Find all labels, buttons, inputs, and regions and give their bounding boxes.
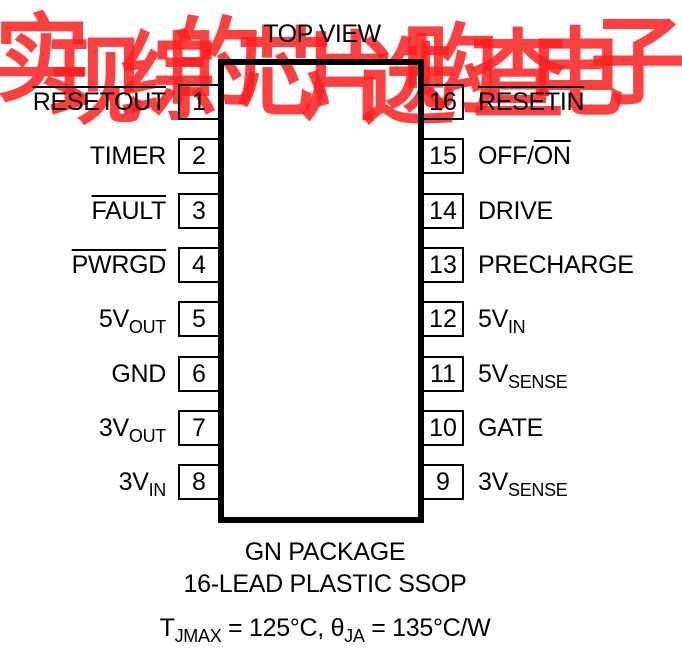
pin-5-number: 5 [178, 301, 220, 337]
pin-9-label: 3VSENSE [478, 464, 568, 500]
pin-6-label: GND [111, 356, 166, 392]
package-name: GN PACKAGE [244, 538, 406, 566]
pin-label-text: OFF/ [478, 142, 534, 170]
pin-13-label: PRECHARGE [478, 247, 634, 283]
pin-label-subscript: OUT [128, 317, 166, 337]
pin-4-number: 4 [178, 247, 220, 283]
tj-symbol: T [159, 614, 175, 642]
pin-13-number: 13 [422, 247, 464, 283]
watermark-glyph: 子 [590, 6, 682, 118]
pin-label-text: 5V [98, 305, 129, 333]
pin-5-label: 5VOUT [99, 301, 166, 337]
tj-subscript: JMAX [174, 626, 222, 646]
pin-7-label: 3VOUT [99, 410, 166, 446]
pin-12-number: 12 [422, 301, 464, 337]
theta-symbol: θ [330, 614, 345, 642]
pin-label-text: DRIVE [478, 197, 553, 225]
pin-11-label: 5VSENSE [478, 356, 568, 392]
pin-11-number: 11 [422, 356, 464, 392]
pin-label-active-low: RESETIN [478, 88, 585, 116]
pin-3-number: 3 [178, 193, 220, 229]
pin-15-label: OFF/ON [478, 138, 571, 174]
pin-9-number: 9 [422, 464, 464, 500]
pin-label-text: 3V [118, 468, 149, 496]
pin-label-text: GND [111, 360, 166, 388]
pin-4-label: PWRGD [71, 247, 167, 283]
pin-label-text: 3V [478, 468, 508, 496]
pin-label-subscript: SENSE [507, 372, 568, 392]
pin-16-label: RESETIN [478, 84, 585, 120]
pin-2-number: 2 [178, 138, 220, 174]
pin-15-number: 15 [422, 138, 464, 174]
pin-6-number: 6 [178, 356, 220, 392]
pin-label-text: 3V [98, 414, 129, 442]
pin-10-number: 10 [422, 410, 464, 446]
pin-label-text: TIMER [89, 142, 167, 170]
pin-label-active-low: PWRGD [71, 251, 167, 279]
pin-16-number: 16 [422, 84, 464, 120]
pin-label-active-low: ON [533, 142, 571, 170]
pin-2-label: TIMER [89, 138, 167, 174]
pin-label-subscript: IN [148, 480, 167, 500]
pin-label-text: 5V [478, 305, 508, 333]
pin-label-subscript: IN [507, 317, 526, 337]
package-description: 16-LEAD PLASTIC SSOP [183, 570, 467, 598]
pin-8-number: 8 [178, 464, 220, 500]
pin-label-active-low: RESETOUT [32, 88, 167, 116]
pin-label-text: PRECHARGE [478, 251, 634, 279]
tj-value: = 125°C, [221, 614, 331, 642]
pin-10-label: GATE [478, 410, 543, 446]
pin-14-label: DRIVE [478, 193, 553, 229]
theta-value: = 135°C/W [364, 614, 491, 642]
pin-3-label: FAULT [91, 193, 167, 229]
theta-subscript: JA [344, 626, 365, 646]
pin-label-active-low: FAULT [91, 197, 167, 225]
pin-12-label: 5VIN [478, 301, 526, 337]
pin-7-number: 7 [178, 410, 220, 446]
pin-8-label: 3VIN [118, 464, 167, 500]
pin-label-text: GATE [478, 414, 544, 442]
pin-1-number: 1 [178, 84, 220, 120]
thermal-spec: TJMAX = 125°C, θJA = 135°C/W [0, 614, 650, 646]
pin-1-label: RESETOUT [32, 84, 167, 120]
ic-package-outline [218, 59, 424, 523]
pin-label-subscript: SENSE [507, 480, 568, 500]
pin-14-number: 14 [422, 193, 464, 229]
diagram-title: TOP VIEW [263, 20, 381, 48]
pin-label-subscript: OUT [128, 426, 166, 446]
pin-label-text: 5V [478, 360, 508, 388]
